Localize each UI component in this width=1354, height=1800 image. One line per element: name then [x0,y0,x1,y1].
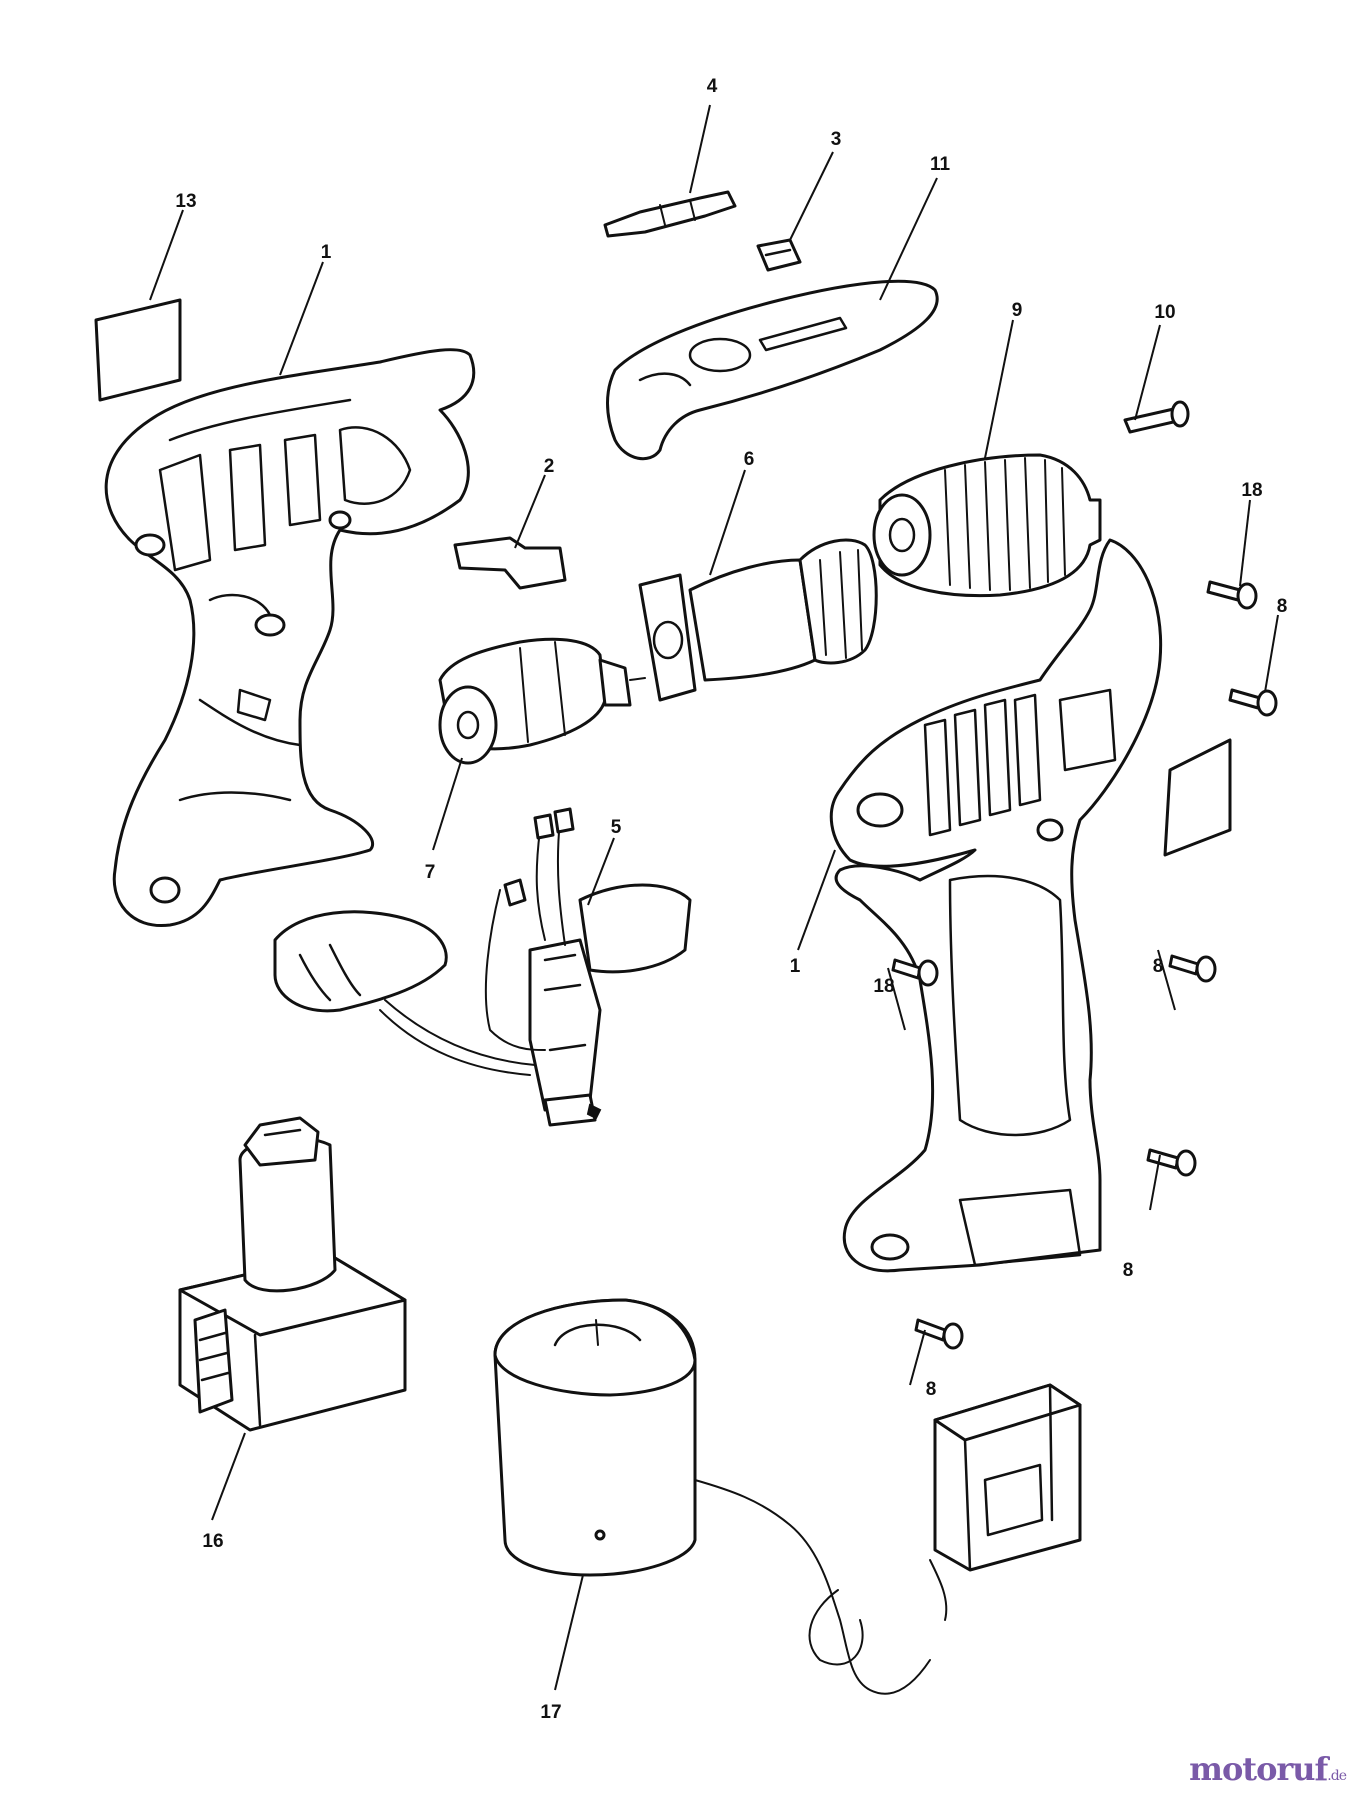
label-17: 17 [540,1702,561,1723]
label-1-right: 1 [790,956,801,977]
leader-lines [149,104,1279,1691]
switch-assembly [273,807,692,1127]
watermark-tld: .de [1327,1768,1347,1784]
watermark-main: motoruf [1189,1750,1328,1788]
bit-holder [756,238,802,272]
housing-right-half [829,538,1163,1273]
label-8-upper: 8 [1277,596,1288,617]
label-2: 2 [544,456,555,477]
label-7: 7 [425,862,436,883]
top-cover [606,279,939,461]
screw-18-lower [891,958,939,987]
label-5: 5 [611,817,622,838]
screwdriver-bit [603,190,737,238]
screw-8-bottom [914,1318,964,1350]
chuck-screw [1123,400,1190,434]
charger-base [493,1298,948,1695]
label-1-left: 1 [321,242,332,263]
label-6: 6 [744,449,755,470]
screw-18-upper [1206,580,1258,610]
label-8-right: 8 [1123,1260,1134,1281]
label-13: 13 [175,191,196,212]
label-11: 11 [930,154,951,175]
charger-plug-adapter [933,1383,1082,1572]
screw-8-upper [1228,688,1278,717]
battery-pack [178,1116,407,1432]
label-16: 16 [202,1531,223,1552]
label-18-lower: 18 [873,976,894,997]
label-4: 4 [707,76,718,97]
label-sticker-left [94,298,182,402]
watermark-logo: motoruf.de [1189,1750,1347,1788]
label-8-middle: 8 [1153,956,1164,977]
gearbox [638,538,878,702]
label-9: 9 [1012,300,1023,321]
chuck [872,453,1102,598]
screw-8-middle [1168,954,1217,983]
screw-8-right [1146,1148,1197,1177]
label-18-upper: 18 [1241,480,1262,501]
motor [438,637,646,765]
switch-lever [453,536,567,590]
part-number-labels: 13 1 2 4 3 11 6 9 10 18 8 7 5 1 18 8 8 8… [175,76,1287,1723]
label-sticker-right [1163,738,1232,857]
label-3: 3 [831,129,842,150]
housing-left-half [104,348,476,928]
label-10: 10 [1154,302,1175,323]
label-8-bottom: 8 [926,1379,937,1400]
